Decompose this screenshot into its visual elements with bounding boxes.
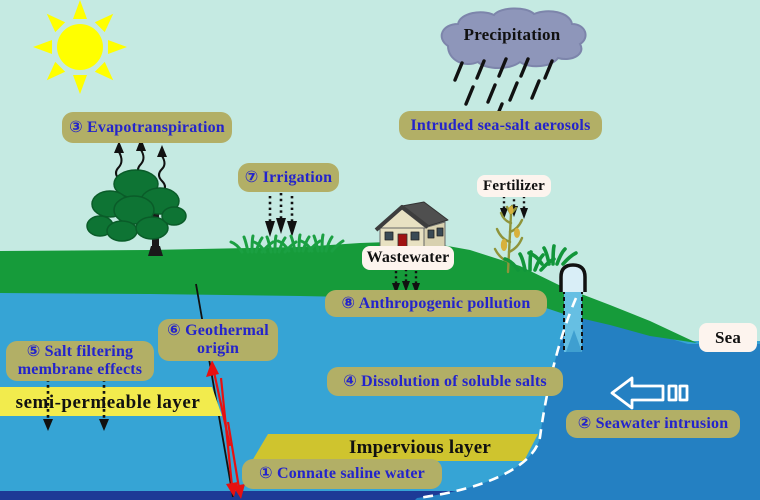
grass-icon (503, 244, 578, 272)
sun-icon (33, 0, 127, 94)
seawater-arrow-icon (610, 376, 689, 410)
precipitation-label: Precipitation (463, 25, 561, 45)
seawater-intrusion-label: ② Seawater intrusion (566, 410, 740, 438)
salt-filtering-label: ⑤ Salt filtering membrane effects (6, 341, 154, 381)
crops-icon (229, 233, 345, 254)
salt-filtering-line2: membrane effects (17, 361, 143, 378)
semi-permeable-arrows (43, 379, 109, 431)
deep-saline-layer (0, 491, 500, 500)
geothermal-origin-label: ⑥ Geothermal origin (158, 319, 278, 361)
irrigation-label: ⑦ Irrigation (238, 163, 339, 192)
irrigation-arrows-icon (265, 193, 297, 237)
connate-saline-water-label: ① Connate saline water (242, 459, 442, 489)
evapotranspiration-label: ③ Evapotranspiration (62, 112, 232, 143)
house-icon (374, 201, 449, 251)
wastewater-label: Wastewater (362, 246, 454, 270)
geothermal-red-arrows (206, 360, 245, 499)
rain-icon (453, 57, 554, 123)
cloud-icon (440, 7, 587, 69)
seawater-wedge (415, 302, 760, 500)
anthropogenic-pollution-label: ⑧ Anthropogenic pollution (325, 290, 547, 317)
impervious-layer (252, 434, 538, 461)
geothermal-line2: origin (196, 340, 240, 357)
wastewater-arrows-icon (392, 269, 420, 294)
semi-permeable-layer (0, 387, 222, 416)
well-icon (559, 263, 587, 352)
impervious-layer-label: Impervious layer (349, 437, 491, 459)
fertilizer-label: Fertilizer (477, 175, 551, 197)
aerosols-label: Intruded sea-salt aerosols (399, 111, 602, 140)
dissolution-label: ④ Dissolution of soluble salts (327, 367, 563, 396)
salt-filtering-line1: ⑤ Salt filtering (26, 343, 134, 361)
white-dashed-interface (417, 297, 578, 500)
tree-icon (86, 169, 187, 256)
semi-permeable-layer-label: semi-permeable layer (15, 392, 201, 414)
geothermal-line1: ⑥ Geothermal (167, 322, 269, 340)
sea-label: Sea (699, 323, 757, 352)
